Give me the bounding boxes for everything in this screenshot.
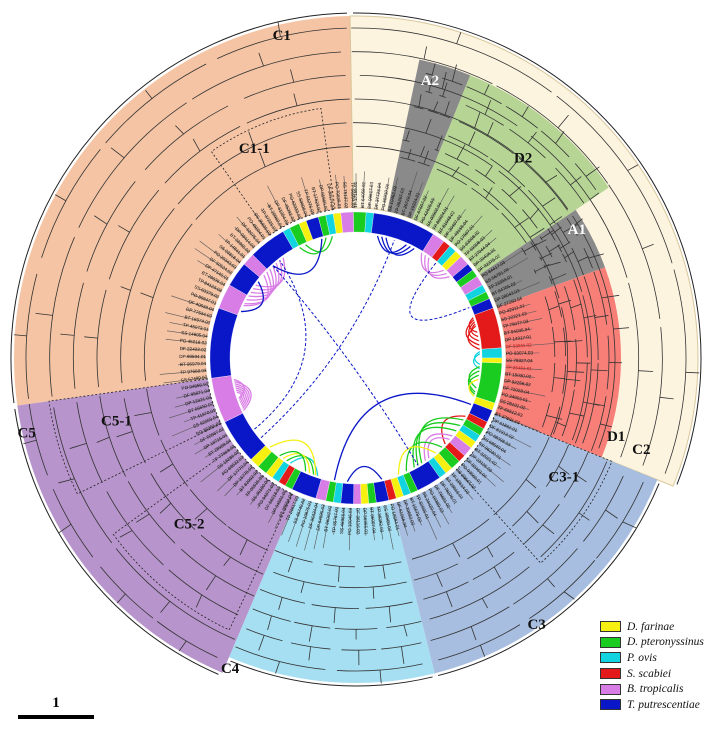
legend-label: P. ovis <box>627 652 657 664</box>
species-ring-segment-t_putrescentiae <box>341 483 354 504</box>
clade-label-d2: D2 <box>514 150 532 166</box>
legend-swatch-d-pteronyssinus <box>600 637 621 648</box>
legend-swatch-t-putrescentiae <box>600 699 621 710</box>
clade-label-a1: A1 <box>568 222 586 238</box>
paralog-link-dashed <box>273 266 418 466</box>
clade-label-c1-1: C1-1 <box>239 141 270 157</box>
leaf-label: DF 38116.02 <box>355 508 360 535</box>
paralog-link <box>347 466 381 481</box>
clade-label-a2: A2 <box>421 73 439 89</box>
leaf-label: BT 95979.04 <box>180 361 207 367</box>
leaf-label: DP 99594.01 <box>179 354 206 359</box>
species-legend: D. farinae D. pteronyssinus P. ovis S. s… <box>600 619 706 713</box>
legend-swatch-b-tropicalis <box>600 684 621 695</box>
legend-label: S. scabiei <box>627 668 671 680</box>
clade-label-c5-2: C5-2 <box>174 516 205 532</box>
legend-swatch-p-ovis <box>600 652 621 663</box>
leaf-label: PO 93074.03 <box>506 350 534 356</box>
legend-item: P. ovis <box>600 650 706 666</box>
clade-label-c2: C2 <box>632 442 650 458</box>
species-ring-segment-d_pteronyssinus <box>353 212 366 232</box>
scale-bar-line <box>18 715 94 719</box>
legend-item: S. scabiei <box>600 666 706 682</box>
clade-label-d1: D1 <box>607 429 625 445</box>
species-ring-segment-s_scabiei <box>474 308 501 349</box>
scale-bar: 1 <box>18 694 94 719</box>
species-ring-segment-b_tropicalis <box>341 212 354 233</box>
clade-label-c5: C5 <box>17 425 35 441</box>
species-ring-segment-p_ovis <box>482 348 502 358</box>
leaf-label: TP 56994.03 <box>350 182 356 209</box>
legend-label: D. farinae <box>627 621 674 633</box>
species-ring-segment-d_pteronyssinus <box>476 362 502 403</box>
legend-item: D. farinae <box>600 619 706 635</box>
legend-swatch-d-farinae <box>600 621 621 632</box>
clade-label-c5-1: C5-1 <box>101 414 132 430</box>
species-ring-segment-d_farinae <box>482 358 502 363</box>
clade-label-c4: C4 <box>221 661 240 677</box>
leaf-label: SS 79327.04 <box>506 358 533 363</box>
species-ring-segment-b_tropicalis <box>353 484 361 504</box>
clade-label-c1: C1 <box>273 28 291 44</box>
legend-item: T. putrescentiae <box>600 697 706 713</box>
species-ring <box>210 212 502 504</box>
legend-label: D. pteronyssinus <box>627 636 704 648</box>
legend-item: B. tropicalis <box>600 681 706 697</box>
clade-label-c3-1: C3-1 <box>548 469 579 485</box>
species-ring-segment-t_putrescentiae <box>210 308 238 378</box>
clade-label-c3: C3 <box>527 617 545 633</box>
legend-label: B. tropicalis <box>627 683 683 695</box>
paralog-links <box>234 236 480 482</box>
legend-label: T. putrescentiae <box>627 699 700 711</box>
legend-swatch-s-scabiei <box>600 668 621 679</box>
scale-bar-label: 1 <box>18 694 94 712</box>
paralog-link-dashed <box>254 260 305 429</box>
legend-item: D. pteronyssinus <box>600 635 706 651</box>
leaf-label: PO 19046.03 <box>347 507 353 535</box>
